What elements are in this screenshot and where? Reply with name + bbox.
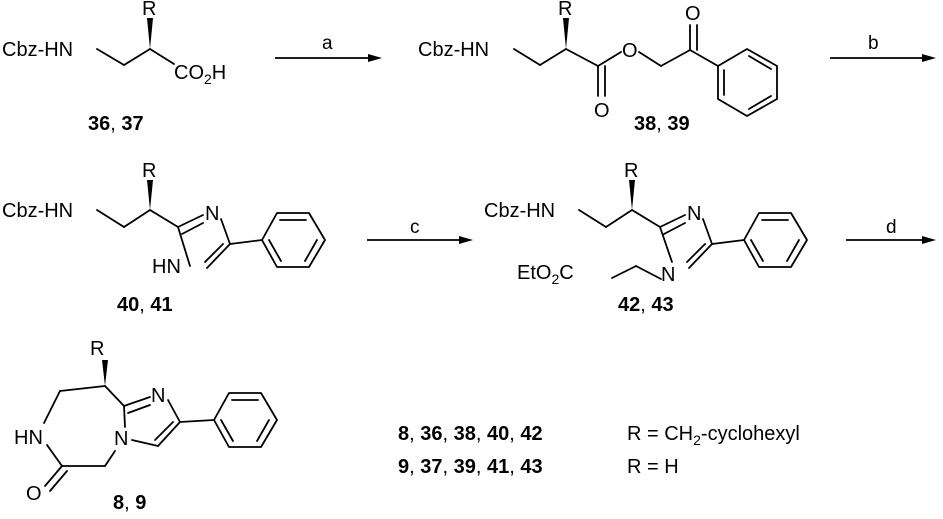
bond <box>149 48 175 65</box>
bond <box>46 444 63 467</box>
compound-number-38-39: 38, 39 <box>634 113 690 135</box>
bond <box>605 209 633 228</box>
stereo-wedge <box>629 180 635 210</box>
reaction-arrow-b: b <box>830 33 936 62</box>
bond <box>635 265 662 280</box>
oxygen-label: O <box>594 100 610 122</box>
compound-number-40-41: 40, 41 <box>117 294 173 316</box>
hn-label: HN <box>14 427 43 449</box>
oxygen-label: O <box>622 40 638 62</box>
r-label: R <box>624 160 638 182</box>
bond <box>96 48 125 66</box>
compound-number-8-9: 8, 9 <box>113 492 146 514</box>
cbz-hn-label: Cbz-HN <box>418 39 489 61</box>
legend-row-1-compounds: 8, 36, 38, 40, 42 <box>398 423 543 445</box>
r-label: R <box>142 0 156 20</box>
imidazole-ring: N N <box>659 203 713 286</box>
bond <box>44 465 63 487</box>
compound-42-43: Cbz-HN R N N EtO2C <box>484 160 808 287</box>
substituent-legend: 8, 36, 38, 40, 42 R = CH2-cyclohexyl 9, … <box>398 423 800 478</box>
nitrogen-label: N <box>661 264 675 286</box>
reaction-arrow-d: d <box>846 217 936 244</box>
r-label: R <box>90 338 104 360</box>
bond <box>96 209 125 228</box>
stereo-wedge <box>147 18 153 49</box>
stereo-wedge <box>563 18 569 49</box>
bond <box>611 265 637 279</box>
reagent-label-a: a <box>322 33 333 54</box>
bond <box>689 49 719 67</box>
compound-8-9: R HN O N N <box>14 338 278 505</box>
bond <box>104 385 125 407</box>
bond <box>565 48 599 67</box>
bond <box>578 209 607 228</box>
cbz-hn-label: Cbz-HN <box>2 39 73 61</box>
nitrogen-label: N <box>205 203 219 225</box>
cbz-hn-label: Cbz-HN <box>2 200 73 222</box>
bond <box>43 390 61 424</box>
legend-row-2-definition: R = H <box>627 456 679 478</box>
hn-label: HN <box>152 256 181 278</box>
bond <box>123 209 151 228</box>
bond <box>539 48 567 66</box>
reagent-label-c: c <box>410 217 420 238</box>
bond <box>513 48 541 66</box>
legend-row-1-definition: R = CH2-cyclohexyl <box>627 423 800 448</box>
bond <box>638 51 662 67</box>
reaction-arrow-a: a <box>275 33 382 62</box>
reagent-label-b: b <box>868 33 879 54</box>
reaction-arrow-c: c <box>367 217 473 244</box>
nitrogen-label: N <box>151 385 165 407</box>
bond <box>179 419 215 423</box>
bond <box>597 51 622 67</box>
bond <box>59 385 106 392</box>
stereo-wedge <box>147 180 153 210</box>
nitrogen-label: N <box>687 203 701 225</box>
phenyl-ring <box>213 392 278 448</box>
reagent-label-d: d <box>886 217 897 238</box>
phenyl-ring <box>261 212 326 268</box>
bond <box>49 470 68 492</box>
oxygen-label: O <box>26 483 42 505</box>
compound-36-37: Cbz-HN R CO2H <box>2 0 226 87</box>
phenyl-ring <box>743 212 808 268</box>
compound-40-41: Cbz-HN R N HN <box>2 160 326 278</box>
bond <box>631 209 661 228</box>
compound-38-39: Cbz-HN R O O O <box>418 0 778 122</box>
legend-row-2-compounds: 9, 37, 39, 41, 43 <box>398 456 543 478</box>
compound-number-36-37: 36, 37 <box>88 113 144 135</box>
compound-number-42-43: 42, 43 <box>618 294 674 316</box>
bond <box>104 450 116 467</box>
imidazole-ring: N HN <box>152 203 231 278</box>
phenyl-ring <box>717 48 778 117</box>
cbz-hn-label: Cbz-HN <box>484 200 555 222</box>
bond <box>711 239 745 245</box>
bond <box>149 209 179 228</box>
oxygen-label: O <box>685 3 701 25</box>
r-label: R <box>558 0 572 20</box>
nitrogen-label: N <box>114 428 128 450</box>
co2h-label: CO2H <box>174 62 226 87</box>
imidazole-ring: N <box>123 385 181 447</box>
r-label: R <box>142 160 156 182</box>
ethyl-ester-label: EtO2C <box>517 262 574 287</box>
stereo-wedge <box>102 360 108 386</box>
bond <box>660 49 691 67</box>
bond <box>123 48 151 66</box>
bond <box>229 239 263 245</box>
